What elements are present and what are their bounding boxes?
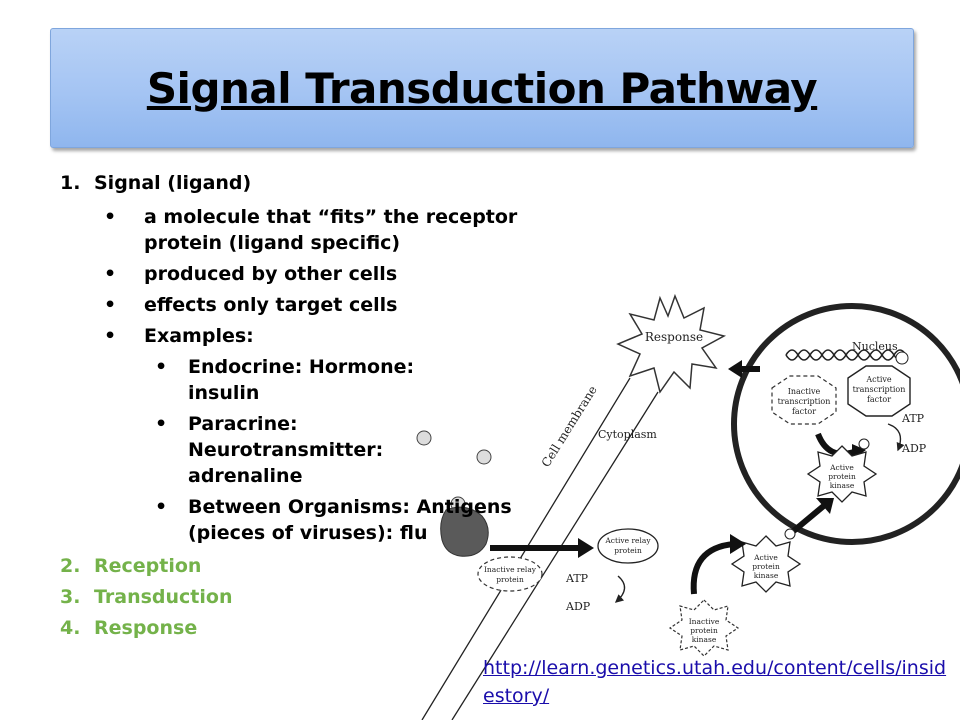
adp-label-nucleus: ADP (901, 442, 927, 455)
source-link[interactable]: http://learn.genetics.utah.edu/content/c… (483, 657, 947, 707)
svg-text:protein: protein (614, 546, 642, 555)
svg-text:Active: Active (865, 375, 892, 384)
list-item-signal: 1. Signal (ligand) (60, 172, 252, 194)
active-transcription-factor: Active transcription factor (847, 365, 911, 417)
list-item-response: 4.Response (60, 617, 198, 639)
svg-text:Active: Active (829, 463, 854, 472)
svg-text:kinase: kinase (754, 571, 779, 580)
bullet-item: •Examples: (104, 325, 254, 347)
adp-label: ADP (565, 600, 591, 613)
example-item: •Paracrine: Neurotransmitter: adrenaline (155, 413, 384, 487)
svg-text:transcription: transcription (853, 385, 906, 394)
arrow-into-nucleus (788, 501, 828, 537)
inactive-protein-kinase: Inactive protein kinase (668, 599, 740, 657)
example-item: •Endocrine: Hormone: insulin (155, 356, 415, 404)
page-title: Signal Transduction Pathway (146, 63, 818, 113)
bullet-item: •a molecule that “fits” the receptor pro… (104, 206, 518, 254)
title-banner: Signal Transduction Pathway (50, 28, 914, 148)
response-label: Response (645, 330, 703, 344)
active-protein-kinase: Active protein kinase (730, 535, 802, 593)
svg-text:Inactive: Inactive (788, 387, 821, 396)
svg-text:factor: factor (867, 395, 891, 404)
kinase-activation-arrow (690, 541, 735, 595)
list-item-transduction: 3.Transduction (60, 586, 233, 608)
atp-label: ATP (565, 572, 589, 585)
phosphate-icon (895, 351, 909, 365)
inactive-transcription-factor: Inactive transcription factor (771, 375, 837, 425)
svg-text:kinase: kinase (830, 481, 855, 490)
dna-icon (785, 349, 907, 361)
ligand-icon (416, 430, 432, 446)
list-item-reception: 2.Reception (60, 555, 202, 577)
svg-text:kinase: kinase (692, 635, 717, 644)
svg-text:Active relay: Active relay (604, 536, 651, 545)
svg-text:protein: protein (690, 626, 718, 635)
svg-text:protein: protein (828, 472, 856, 481)
nucleus-outline (731, 303, 960, 545)
bullet-item: •effects only target cells (104, 294, 398, 316)
svg-text:Inactive relay: Inactive relay (484, 565, 537, 574)
outline-list: 1. Signal (ligand) •a molecule that “fit… (60, 168, 530, 644)
inactive-relay-protein: Inactive relay protein (477, 556, 543, 592)
cell-membrane-label: Cell membrane (539, 383, 600, 469)
active-protein-kinase-nucleus: Active protein kinase (806, 445, 878, 503)
example-item: •Between Organisms: Antigens (pieces of … (155, 496, 512, 544)
active-relay-protein: Active relay protein (597, 528, 659, 564)
atp-label-nucleus: ATP (901, 412, 925, 425)
response-starburst: Response (616, 293, 727, 394)
svg-text:factor: factor (792, 407, 816, 416)
svg-text:transcription: transcription (778, 397, 831, 406)
receptor-protein (440, 506, 489, 557)
svg-text:Inactive: Inactive (689, 617, 720, 626)
ligand-icon (476, 449, 492, 465)
cytoplasm-label: Cytoplasm (598, 428, 657, 441)
svg-text:protein: protein (752, 562, 780, 571)
svg-text:protein: protein (496, 575, 524, 584)
activation-arrow (815, 432, 855, 457)
bullet-item: •produced by other cells (104, 263, 398, 285)
svg-text:Active: Active (753, 553, 778, 562)
